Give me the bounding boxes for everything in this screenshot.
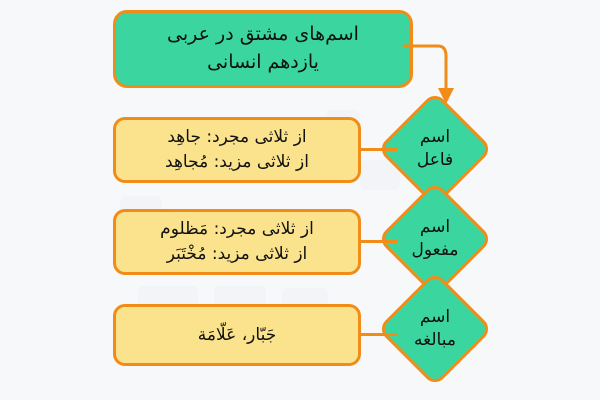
- title-line-2: یازدهم انسانی: [207, 51, 319, 73]
- info-node-2: از ثلاثی مجرد: مَظلوم از ثلاثی مزید: مُخ…: [113, 209, 361, 275]
- info-2-line-1: از ثلاثی مجرد: مَظلوم: [160, 219, 314, 240]
- info-1-line-2: از ثلاثی مزید: مُجاهِد: [165, 152, 309, 172]
- connector-line-1: [361, 148, 397, 151]
- info-1-line-1: از ثلاثی مجرد: جاهِد: [167, 127, 307, 148]
- title-node: اسم‌های مشتق در عربی یازدهم انسانی: [113, 10, 413, 88]
- info-node-3: جَبّار، عَلّامَة: [113, 304, 361, 366]
- info-3-line-1: جَبّار، عَلّامَة: [197, 324, 277, 345]
- info-node-1: از ثلاثی مجرد: جاهِد از ثلاثی مزید: مُجا…: [113, 117, 361, 183]
- arrow-connector: [402, 44, 454, 104]
- title-line-1: اسم‌های مشتق در عربی: [167, 23, 359, 46]
- info-2-line-2: از ثلاثی مزید: مُخْتَبَر: [166, 244, 308, 264]
- connector-line-3: [361, 333, 397, 336]
- connector-line-2: [361, 240, 397, 243]
- branch-node-3: [377, 271, 493, 387]
